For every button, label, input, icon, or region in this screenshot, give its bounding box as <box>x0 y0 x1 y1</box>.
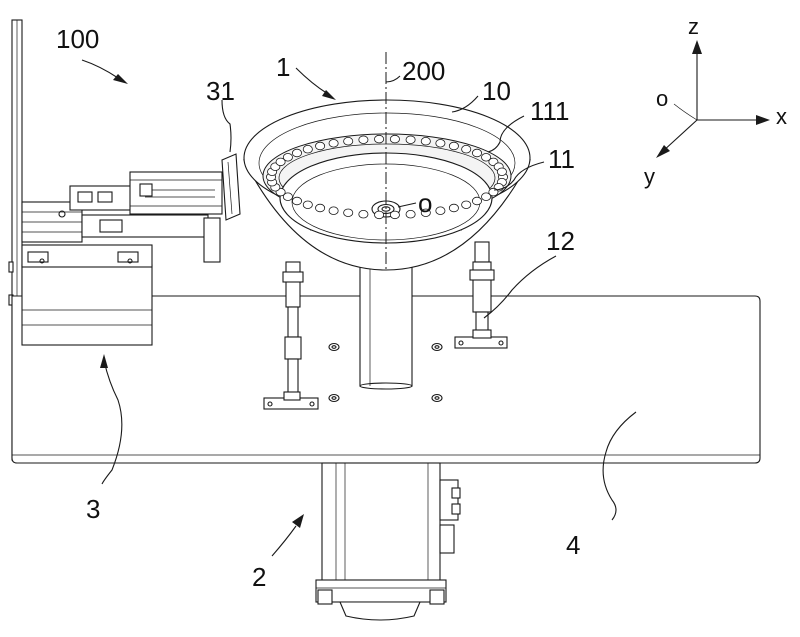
axis-label-y: y <box>644 164 655 189</box>
label-o-hub: o <box>418 188 432 218</box>
ring-part <box>421 137 430 145</box>
central-shaft <box>360 262 412 389</box>
label-31: 31 <box>206 76 235 106</box>
ring-part <box>329 207 338 215</box>
ring-part <box>406 136 415 144</box>
ring-part <box>303 201 312 209</box>
ring-part <box>497 168 506 176</box>
axis-label-origin: o <box>656 86 668 111</box>
label-2: 2 <box>252 562 266 592</box>
ring-part <box>406 210 415 218</box>
ring-part <box>292 197 301 205</box>
ring-part <box>472 149 481 157</box>
ring-part <box>375 211 384 219</box>
motor-2 <box>316 463 460 620</box>
ring-part <box>316 204 325 212</box>
ring-part <box>292 149 301 157</box>
ring-part <box>436 140 445 148</box>
ring-part <box>316 142 325 150</box>
label-10: 10 <box>482 76 511 106</box>
ring-part <box>462 201 471 209</box>
ring-part <box>390 135 399 143</box>
axis-label-z: z <box>688 14 699 39</box>
axis-label-x: x <box>776 104 787 129</box>
ring-part <box>359 210 368 218</box>
ring-part <box>283 154 292 162</box>
ring-part <box>359 136 368 144</box>
ring-part <box>436 207 445 215</box>
label-200: 200 <box>402 56 445 86</box>
label-1: 1 <box>276 52 290 82</box>
label-111: 111 <box>530 96 570 126</box>
ring-part <box>375 135 384 143</box>
label-12: 12 <box>546 226 575 256</box>
ring-part <box>482 193 491 201</box>
coordinate-axes <box>656 40 770 158</box>
ring-part <box>472 197 481 205</box>
label-3: 3 <box>86 494 100 524</box>
ring-part <box>344 137 353 145</box>
ring-part <box>449 142 458 150</box>
label-4: 4 <box>566 530 580 560</box>
ring-part <box>303 145 312 153</box>
label-100: 100 <box>56 24 99 54</box>
label-11: 11 <box>548 144 575 174</box>
ring-part <box>449 204 458 212</box>
ring-part <box>390 211 399 219</box>
ring-part <box>329 140 338 148</box>
ring-part <box>344 209 353 217</box>
ring-part <box>462 145 471 153</box>
